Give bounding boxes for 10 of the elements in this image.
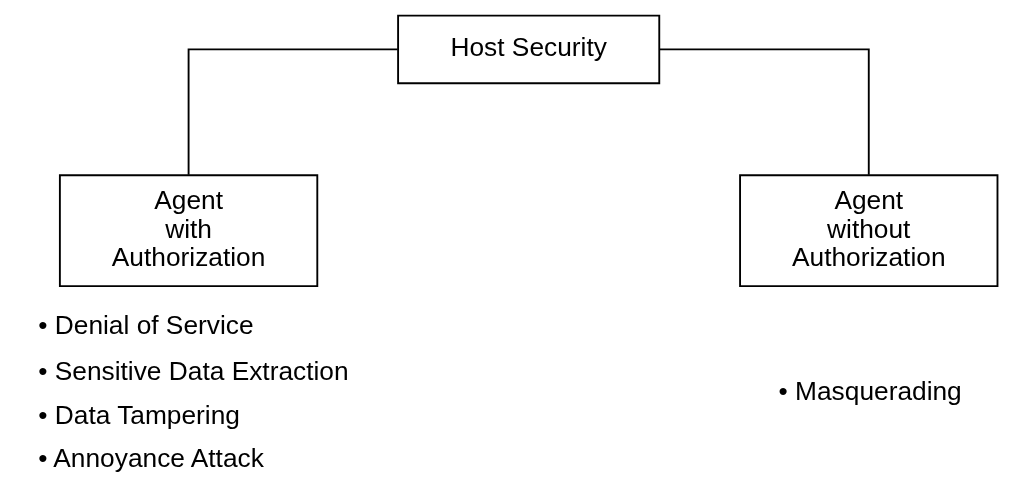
node-box: Host Security <box>396 14 660 85</box>
node-label: • Masquerading <box>778 376 962 407</box>
node-box: Agent without Authorization <box>738 174 998 288</box>
node-label: • Annoyance Attack <box>37 442 264 473</box>
node-label: • Sensitive Data Extraction <box>37 355 349 386</box>
node-box: Agent with Authorization <box>58 174 318 288</box>
connector <box>187 48 399 176</box>
node-label: • Denial of Service <box>37 310 254 341</box>
connector <box>658 48 870 176</box>
node-label: • Data Tampering <box>37 399 240 430</box>
